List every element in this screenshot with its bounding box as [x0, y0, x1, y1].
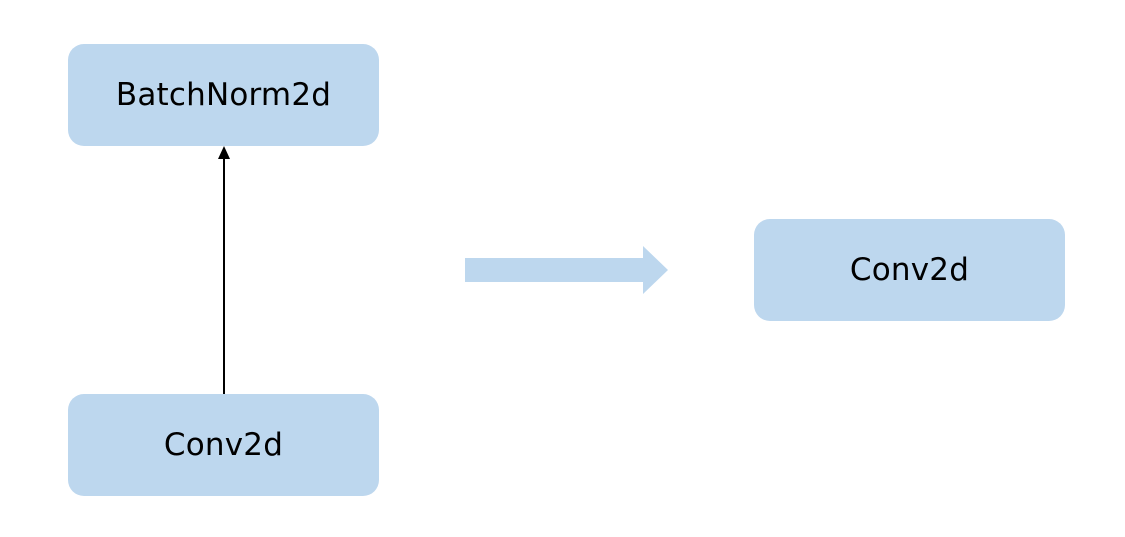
conv2d-fused-label: Conv2d: [849, 252, 970, 288]
fusion-block-arrow: [465, 246, 668, 294]
batchnorm2d-node: BatchNorm2d: [68, 44, 379, 146]
conv2d-fused-node: Conv2d: [754, 219, 1065, 321]
conv2d-input-label: Conv2d: [163, 427, 284, 463]
conv2d-input-node: Conv2d: [68, 394, 379, 496]
conv-to-batchnorm-arrowhead: [218, 146, 230, 159]
batchnorm2d-label: BatchNorm2d: [115, 77, 332, 113]
